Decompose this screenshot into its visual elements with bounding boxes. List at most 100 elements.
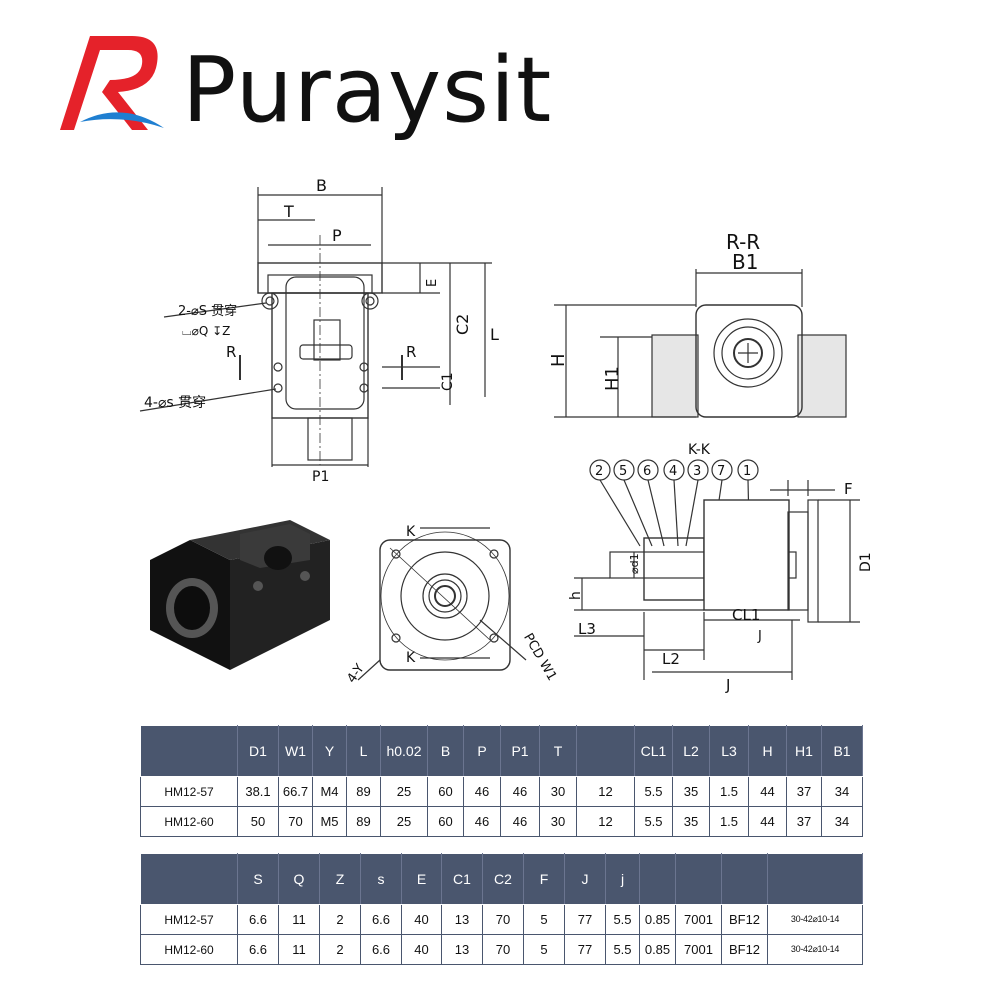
table-cell: 6.6 bbox=[237, 934, 279, 965]
balloon-row: 2 5 6 4 3 7 1 bbox=[589, 459, 759, 481]
table-cell: 46 bbox=[463, 776, 501, 807]
column-header: L bbox=[346, 725, 381, 777]
table-cell: 2 bbox=[319, 904, 361, 935]
dim-label: B bbox=[316, 176, 327, 195]
section-marker: K bbox=[406, 650, 416, 666]
column-header: C1 bbox=[441, 853, 483, 905]
column-header: L2 bbox=[672, 725, 710, 777]
table-cell: 46 bbox=[500, 776, 540, 807]
table-cell: 38.1 bbox=[237, 776, 279, 807]
table-cell: 2 bbox=[319, 934, 361, 965]
dim-label: PCD W1 bbox=[520, 631, 559, 684]
column-header: B bbox=[427, 725, 464, 777]
table-cell: 5 bbox=[523, 904, 565, 935]
section-marker: K bbox=[406, 524, 416, 540]
dim-label: C1 bbox=[440, 372, 456, 391]
dim-label: h bbox=[568, 591, 584, 600]
column-header: E bbox=[401, 853, 442, 905]
table-cell: 46 bbox=[463, 806, 501, 837]
column-header: H bbox=[748, 725, 787, 777]
table-cell: 30-42⌀10-14 bbox=[767, 934, 863, 965]
dim-label: P1 bbox=[312, 469, 329, 485]
model-cell: HM12-60 bbox=[140, 806, 238, 837]
dim-label: F bbox=[844, 480, 853, 498]
column-header bbox=[721, 853, 768, 905]
dim-label: 4-Y bbox=[344, 661, 367, 686]
section-kk-drawing: K-K 2 5 6 4 3 7 1 F D1 ⌀d1 h L3 L2 bbox=[568, 442, 874, 694]
table-cell: 0.85 bbox=[639, 904, 676, 935]
balloon-label: 6 bbox=[643, 464, 651, 479]
table-cell: 7001 bbox=[675, 934, 722, 965]
table-cell: 40 bbox=[401, 904, 442, 935]
column-header: Z bbox=[319, 853, 361, 905]
table-cell: 77 bbox=[564, 934, 606, 965]
model-cell: HM12-60 bbox=[140, 934, 238, 965]
table-cell: 44 bbox=[748, 806, 787, 837]
table-cell: 25 bbox=[380, 806, 428, 837]
dim-label: B1 bbox=[732, 250, 758, 274]
front-view-drawing: B T P E C2 L C1 P1 R R 2-⌀S 贯穿 bbox=[139, 176, 499, 485]
column-header bbox=[639, 853, 676, 905]
bracket-3d-render bbox=[150, 520, 330, 670]
table-cell: 11 bbox=[278, 904, 320, 935]
callout-text: 4-⌀s 贯穿 bbox=[144, 395, 206, 411]
table-cell: 30 bbox=[539, 776, 577, 807]
balloon-label: 5 bbox=[619, 464, 627, 479]
table-cell: 46 bbox=[500, 806, 540, 837]
table-cell: 37 bbox=[786, 776, 822, 807]
column-header: L3 bbox=[709, 725, 749, 777]
column-header: T bbox=[539, 725, 577, 777]
section-title: R-R bbox=[726, 230, 760, 254]
table-cell: 0.85 bbox=[639, 934, 676, 965]
table-cell: 6.6 bbox=[360, 904, 402, 935]
column-header: P bbox=[463, 725, 501, 777]
column-header: Y bbox=[312, 725, 347, 777]
column-header: C2 bbox=[482, 853, 524, 905]
dim-label: C2 bbox=[453, 314, 472, 335]
balloon-label: 2 bbox=[595, 464, 603, 479]
table-cell: 12 bbox=[576, 776, 635, 807]
model-cell: HM12-57 bbox=[140, 904, 238, 935]
table-cell: 34 bbox=[821, 776, 863, 807]
column-header: P1 bbox=[500, 725, 540, 777]
table-cell: 1.5 bbox=[709, 806, 749, 837]
callout-text: ⌴⌀Q ↧Z bbox=[182, 324, 230, 338]
dim-label: L bbox=[490, 325, 499, 344]
table-cell: 44 bbox=[748, 776, 787, 807]
callout-text: 2-⌀S 贯穿 bbox=[178, 303, 237, 319]
table-cell: 77 bbox=[564, 904, 606, 935]
column-header: D1 bbox=[237, 725, 279, 777]
dim-label: H1 bbox=[602, 366, 623, 391]
dim-label: J bbox=[757, 629, 762, 644]
table-cell: 34 bbox=[821, 806, 863, 837]
table-cell: 5.5 bbox=[605, 904, 640, 935]
table-cell: 30-42⌀10-14 bbox=[767, 904, 863, 935]
table-cell: M5 bbox=[312, 806, 347, 837]
brand-name: Puraysit bbox=[182, 38, 553, 143]
column-header: H1 bbox=[786, 725, 822, 777]
table-cell: 40 bbox=[401, 934, 442, 965]
dim-label: J bbox=[725, 676, 730, 694]
table-cell: 37 bbox=[786, 806, 822, 837]
table-cell: 70 bbox=[278, 806, 313, 837]
column-header: F bbox=[523, 853, 565, 905]
table-cell: 25 bbox=[380, 776, 428, 807]
column-header bbox=[675, 853, 722, 905]
table-cell: 5.5 bbox=[605, 934, 640, 965]
table-cell: 13 bbox=[441, 904, 483, 935]
table-cell: M4 bbox=[312, 776, 347, 807]
column-header: B1 bbox=[821, 725, 863, 777]
column-header bbox=[767, 853, 863, 905]
dim-label: E bbox=[425, 279, 440, 287]
table-cell: 89 bbox=[346, 806, 381, 837]
table-cell: 70 bbox=[482, 904, 524, 935]
dim-label: P bbox=[332, 226, 342, 245]
brand-header: Puraysit bbox=[52, 30, 672, 160]
table-cell: 6.6 bbox=[237, 904, 279, 935]
